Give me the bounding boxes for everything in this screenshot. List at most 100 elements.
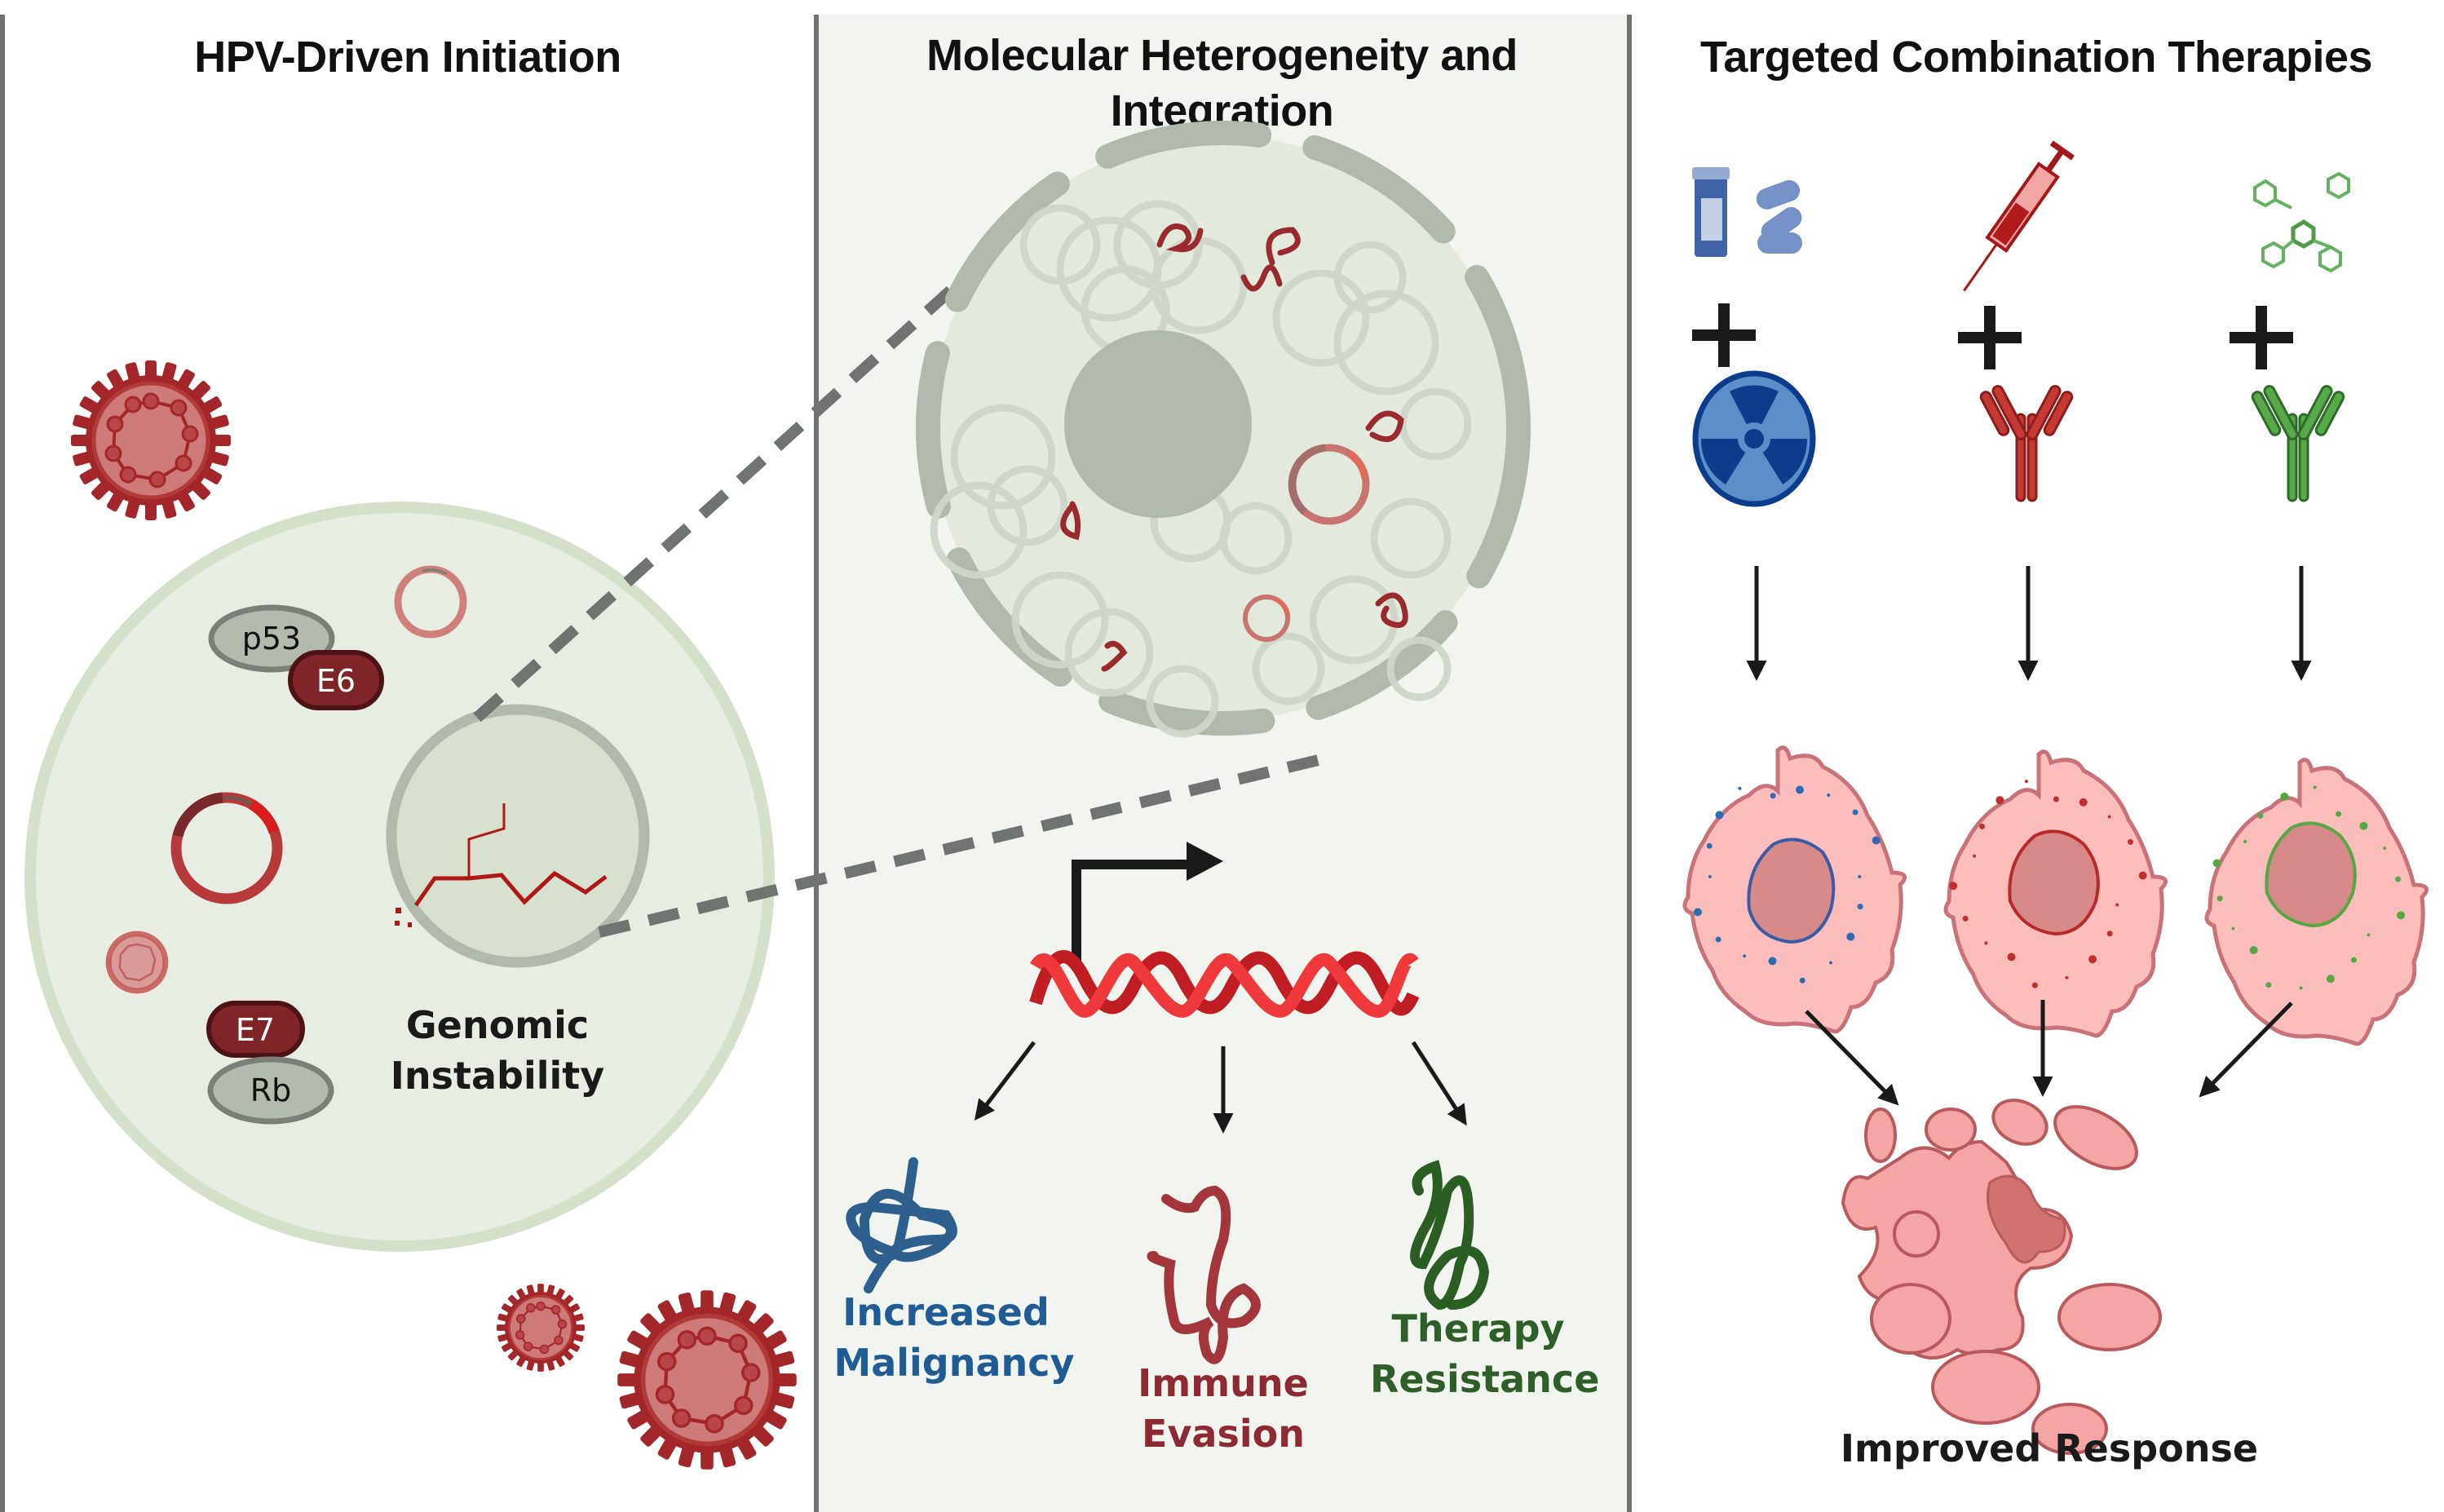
cytoplasm-dot [2216,895,2223,902]
damaged-nucleus [386,704,650,968]
panel-divider-1 [814,15,819,1512]
cytoplasm-dot [1846,932,1855,941]
cytoplasm-dot [2313,785,2317,789]
cytoplasm-dot [2243,839,2247,843]
hpv-virus-top-left [71,360,231,520]
cytoplasm-dot [1770,793,1776,799]
cytoplasm-dot [2395,876,2402,882]
cytoplasm-dot [1708,875,1712,878]
nucleolus [1064,330,1252,518]
cytoplasm-dot [1693,908,1702,917]
rb-label: Rb [250,1072,292,1108]
plus-icon-2 [1958,306,2022,369]
zoom-line-bottom [598,753,1327,938]
cytoplasm-dot [1949,882,1958,891]
plus-icon-3 [2230,306,2293,369]
arrow-to-malignancy [974,1041,1036,1121]
cytoplasm-dot [2106,931,2113,937]
arrow-converge-left [1805,1010,1899,1106]
hpv-virus-faint [105,931,169,994]
outcome-immune-line2: Evasion [1142,1412,1305,1456]
zoom-line-top [473,209,1040,723]
nucleus-zoomed [916,121,1531,738]
p53-protein: p53 [208,604,335,673]
cytoplasm-dot [2265,982,2272,988]
episome-in-nucleus-large [1288,444,1370,525]
cytoplasm-dot [2127,838,2133,845]
cytoplasm-dot [2031,982,2038,988]
cytoplasm-dot [2299,986,2303,990]
panel-2-title-line1: Molecular Heterogeneity and [926,31,1518,80]
episome-in-nucleus-small [1243,595,1290,642]
cytoplasm-dot [1738,786,1742,790]
hpv-virus-bottom-small [497,1284,585,1372]
cytoplasm-dot [1857,904,1863,910]
cytoplasm-dot [1852,809,1858,816]
cytoplasm-dot [2280,792,2289,801]
syringe-icon [1963,140,2075,292]
cytoplasm-dot [1768,957,1777,966]
arrow-to-therapy-resistance [1411,1041,1467,1126]
promoter-arrow [1072,842,1223,964]
integrated-hpv-fragments [1060,223,1408,672]
e6-protein: E6 [288,650,384,710]
cytoplasm-dot [1829,961,1833,965]
pills-icon [1692,167,1802,257]
cytoplasm-dot [2079,798,2088,807]
cytoplasm-dot [1995,796,2004,805]
panel-divider-2 [1627,15,1632,1512]
cytoplasm-dot [1799,977,1805,984]
tumor-cell-blue [1682,745,1907,1034]
panel-1-title: HPV-Driven Initiation [194,33,621,82]
cytoplasm-dot [1715,936,1721,943]
therapy-resistance-squiggle-icon [1410,1160,1490,1311]
cytoplasm-dot [2088,955,2097,964]
immune-evasion-squiggle-icon [1147,1185,1261,1364]
tumor-cell-green [2204,758,2429,1046]
cytoplasm-dot [2115,903,2119,907]
hpv-episome-small [394,565,467,639]
cytoplasm-dot [2107,815,2111,819]
cytoplasm-dot [2397,911,2406,920]
hpv-episome-large [170,792,283,904]
cytoplasm-dot [2367,933,2371,937]
cytoplasm-dot [1858,875,1862,878]
cytoplasm-dot [1962,915,1969,922]
cytoplasm-dot [2257,812,2264,819]
tumor-nucleus-remnant [1987,1174,2066,1264]
chromatin [930,200,1472,738]
cytoplasm-dot [2359,821,2368,830]
molecules-icon [2253,171,2350,273]
cytoplasm-dot [2138,871,2147,880]
cytoplasm-dot [1743,954,1747,958]
outcome-immune-line1: Immune [1138,1361,1309,1405]
arrow-converge-right [2199,1001,2293,1098]
malignancy-squiggle-icon [846,1157,957,1293]
tumor-cell-red [1943,749,2168,1038]
cytoplasm-dot [2350,957,2357,963]
antibody-icon-green [2251,385,2345,502]
cytoplasm-dot [2212,859,2221,868]
hpv-virus-bottom-large [617,1290,797,1470]
cytoplasm-dot [1872,836,1881,845]
cytoplasm-dot [1715,811,1724,820]
rb-protein: Rb [207,1056,334,1125]
outcome-resistance-line1: Therapy [1391,1306,1565,1351]
e6-label: E6 [316,663,356,699]
cytoplasm-dot [2053,796,2059,802]
cytoplasm-dot [2024,780,2028,784]
cytoplasm-dot [2007,953,2016,962]
genomic-instability-line2: Instability [391,1054,604,1098]
dna-double-helix [1029,950,1420,1019]
p53-label: p53 [242,621,301,657]
cytoplasm-dot [2231,926,2235,931]
cytoplasm-dot [1979,823,1986,829]
antibody-icon-red [1979,385,2074,502]
e7-label: E7 [236,1012,275,1048]
cytoplasm-dot [2065,975,2069,979]
cytoplasm-dot [2326,975,2335,984]
cytoplasm-dot [1795,785,1804,794]
cytoplasm-dot [1706,842,1713,849]
fragmented-tumor-icon [1841,1099,2162,1455]
plus-icon-1 [1692,303,1756,367]
